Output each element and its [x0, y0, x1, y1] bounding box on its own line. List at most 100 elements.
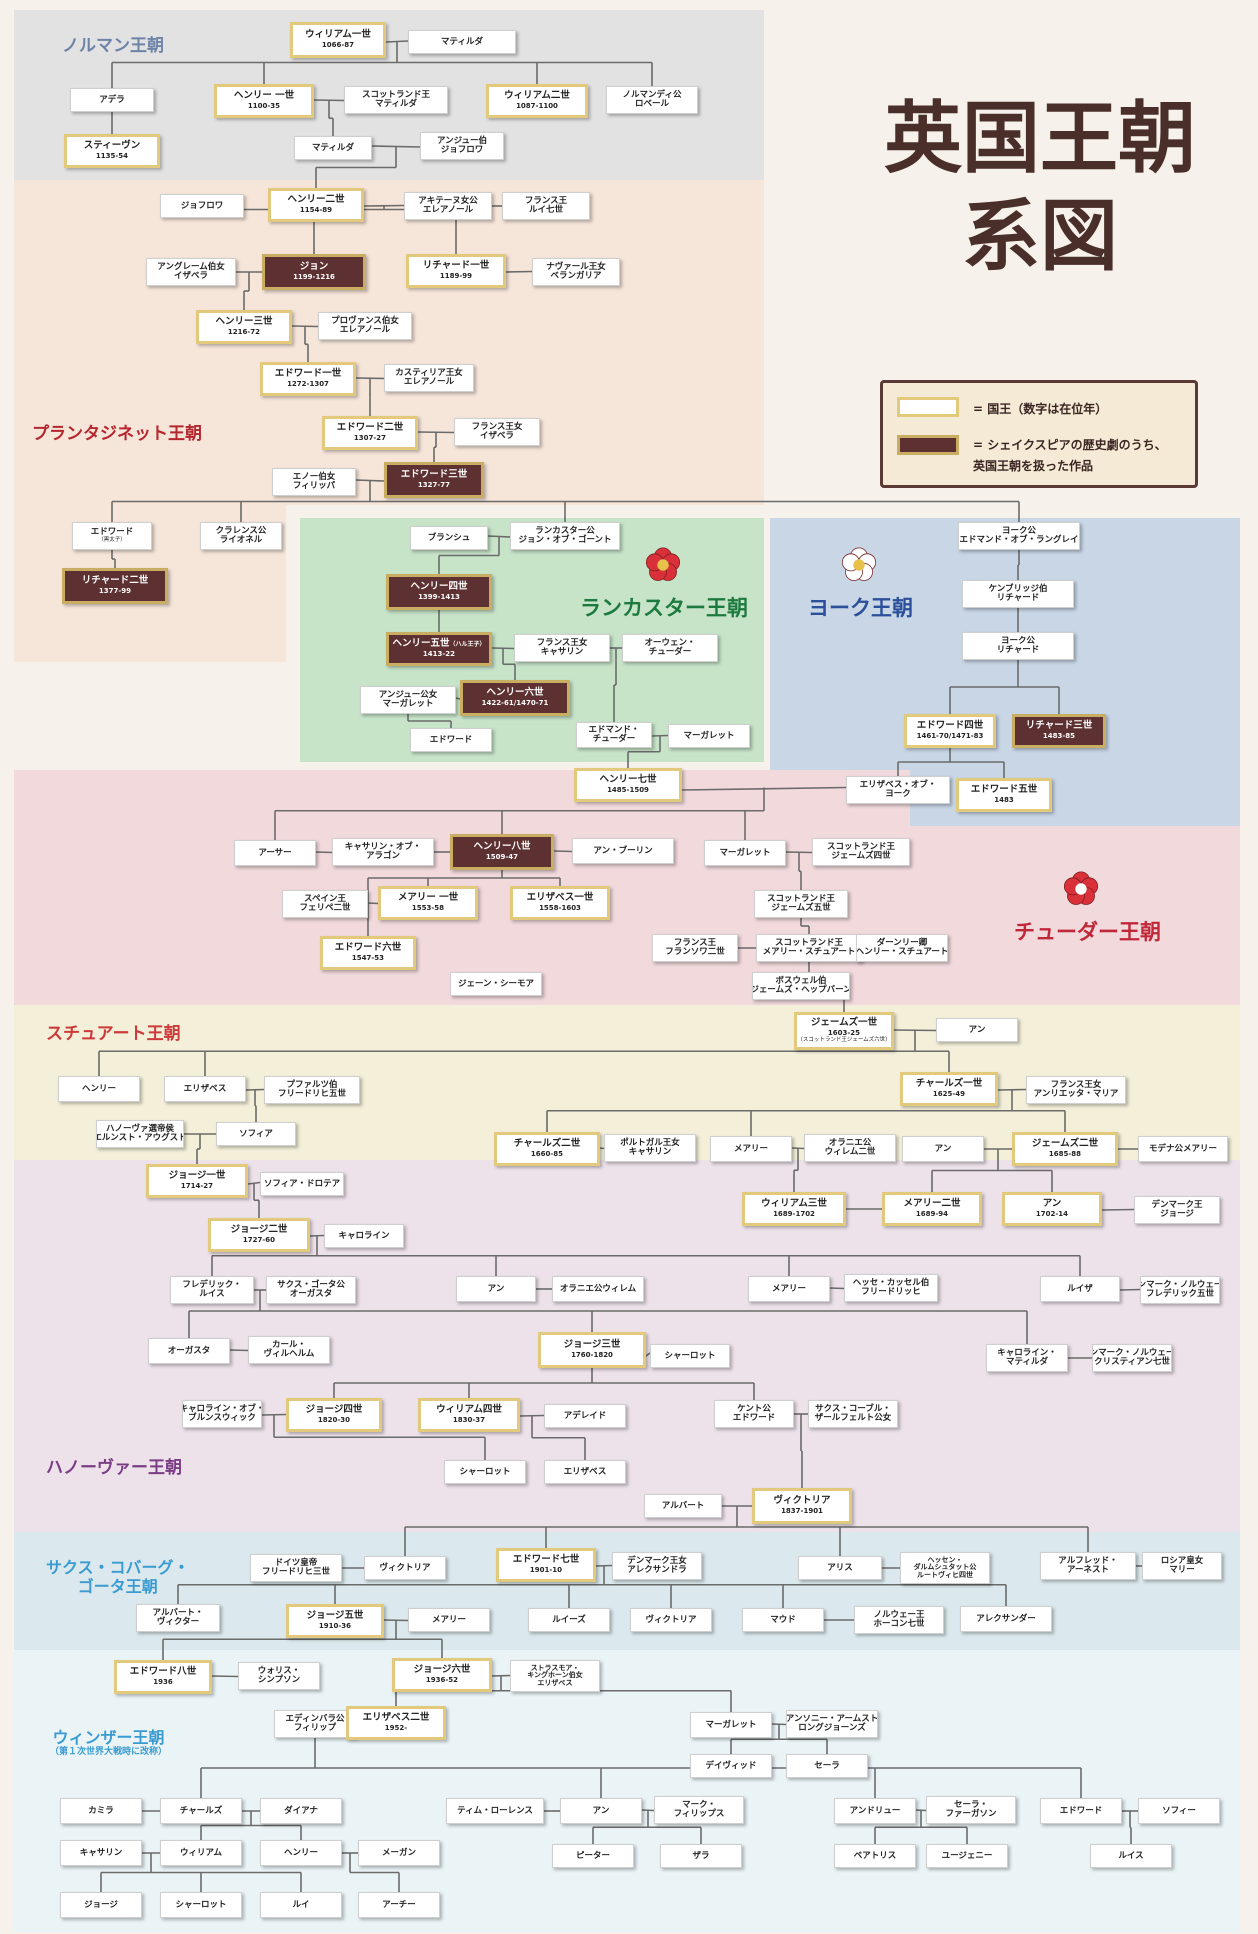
person-name: チャールズ二世 [513, 1138, 581, 1150]
person-philip2: スペイン王フェリペ二世 [282, 890, 368, 918]
person-reign: 1603-25 [827, 1028, 861, 1037]
person-mary-mod: モデナ公メアリー [1138, 1136, 1228, 1162]
legend-monarch-text: = 国王（数字は在位年） [973, 402, 1108, 416]
person-name: シャーロット [175, 1899, 227, 1910]
person-name: サクス・コーブル・ [815, 1404, 891, 1415]
person-name: ヘンリー七世 [599, 774, 657, 786]
person-reign: 1216-72 [227, 328, 261, 337]
person-name: ルイーズ [552, 1614, 586, 1625]
person-name: キャロライン・ [997, 1348, 1057, 1359]
person-reign: 1413-22 [422, 650, 456, 659]
person-name: ウィリアム二世 [504, 90, 570, 102]
person-reign: 1087-1100 [516, 102, 558, 111]
person-name: ダイアナ [284, 1805, 318, 1816]
person-matilda-f: マティルダ [408, 30, 516, 54]
person-name: ユージェニー [941, 1850, 993, 1861]
person-peter: ピーター [552, 1844, 634, 1868]
connector [313, 99, 345, 102]
dynasty-name: ランカスター王朝 [580, 596, 748, 620]
person-name: ウィリアム [180, 1847, 222, 1858]
person-name: ケント公 [737, 1404, 771, 1415]
person-name: アキテーヌ女公 [418, 196, 478, 207]
person-victoria-s: サクス・コーブル・ザールフェルト公女 [808, 1400, 898, 1428]
person-name: アンドリュー [849, 1805, 901, 1816]
person-name: メアリー・スチュアート [762, 947, 856, 957]
person-name: チューダー [592, 734, 636, 744]
person-name: フレデリック・ [182, 1280, 242, 1291]
person-name: ストラスモア・ [530, 1663, 580, 1672]
person-name: デンマーク王女 [627, 1556, 687, 1567]
person-louise: ルイーズ [528, 1608, 610, 1632]
connector [455, 697, 461, 700]
person-elizabeth-b: エリザベス [164, 1076, 246, 1102]
dynasty-label-york: ヨーク王朝 [808, 596, 913, 621]
person-name: デイヴィッド [705, 1760, 757, 1771]
title-line-2: 系図 [961, 190, 1118, 282]
person-name: アーチー [382, 1899, 416, 1910]
person-tag: （ハル王子） [449, 641, 486, 649]
person-name: フェリペ二世 [299, 903, 351, 913]
person-name: アンジュー伯 [436, 136, 488, 147]
person-geoffrey-a: アンジュー伯ジョフロワ [420, 132, 504, 160]
person-name: キャサリン [79, 1847, 123, 1858]
person-name: アン・ブーリン [593, 845, 653, 856]
person-name: オラニエ公ウィレム [559, 1283, 637, 1294]
person-frederick3: ドイツ皇帝フリードリヒ三世 [250, 1554, 342, 1582]
person-name: ハノーヴァ選帝侯 [105, 1124, 174, 1135]
person-reign: 1154-89 [299, 206, 333, 215]
person-name: エドマンド・オブ・ラングレイ [959, 535, 1079, 545]
person-name: ティム・ローレンス [457, 1805, 533, 1816]
person-name: アルバート [661, 1500, 705, 1511]
person-albert-v: アルバート・ヴィクター [136, 1604, 220, 1632]
dynasty-name: ウィンザー王朝 [52, 1728, 165, 1747]
person-name: ジョージ五世 [306, 1610, 364, 1622]
connector [417, 431, 455, 434]
person-reign: 1066-87 [321, 41, 355, 50]
dynasty-name: スチュアート王朝 [46, 1024, 181, 1044]
person-reign: 1727-60 [242, 1236, 276, 1245]
person-name: サクス・ゴータ公 [277, 1280, 345, 1291]
person-name: ナヴァール王女 [546, 262, 606, 273]
person-name: メアリー 一世 [397, 892, 459, 904]
person-name: フィリッパ [292, 481, 336, 491]
person-name: オラニエ公 [828, 1138, 872, 1149]
person-reign: 1483-85 [1042, 732, 1076, 741]
person-george-dk: デンマーク王ジョージ [1134, 1196, 1220, 1224]
person-caroline-a: キャロライン [324, 1224, 404, 1248]
title-line-1: 英国王朝 [883, 93, 1196, 184]
person-frederick-pw: フレデリック・ルイス [170, 1276, 254, 1304]
person-name: ヘンリー [81, 1083, 116, 1094]
person-mary-teck: メアリー [408, 1608, 490, 1632]
person-name: ジョフロワ [440, 145, 484, 155]
person-reign: 1483 [994, 796, 1014, 805]
person-name: ヴィルヘルム [263, 1349, 315, 1359]
dynasty-note: （第１次世界大戦時に改称） [50, 1747, 168, 1758]
person-name: ジョン [299, 261, 329, 273]
person-name: メーガン [381, 1847, 416, 1858]
person-catherine-c: キャサリン [60, 1840, 142, 1866]
connector [915, 1809, 927, 1812]
connector [505, 270, 533, 273]
person-name: スコットランド王 [774, 938, 843, 949]
person-anne-dk: アン [936, 1018, 1018, 1042]
person-name: ウィリアム一世 [305, 29, 371, 41]
person-name: ヘッセ・カッセル伯 [852, 1278, 930, 1289]
person-name: ヨーク公 [1000, 636, 1035, 647]
person-reign: 1509-47 [485, 853, 519, 862]
person-name: オーウェン・ [644, 638, 696, 649]
person-anne-hyde: アン [902, 1136, 984, 1162]
person-name: フランソワ二世 [665, 947, 725, 957]
person-name: チャールズ一世 [915, 1078, 983, 1090]
person-david: デイヴィッド [690, 1754, 772, 1778]
person-reign: 1135-54 [95, 152, 129, 161]
person-sophia-dor: ソフィア・ドロテア [260, 1172, 344, 1196]
